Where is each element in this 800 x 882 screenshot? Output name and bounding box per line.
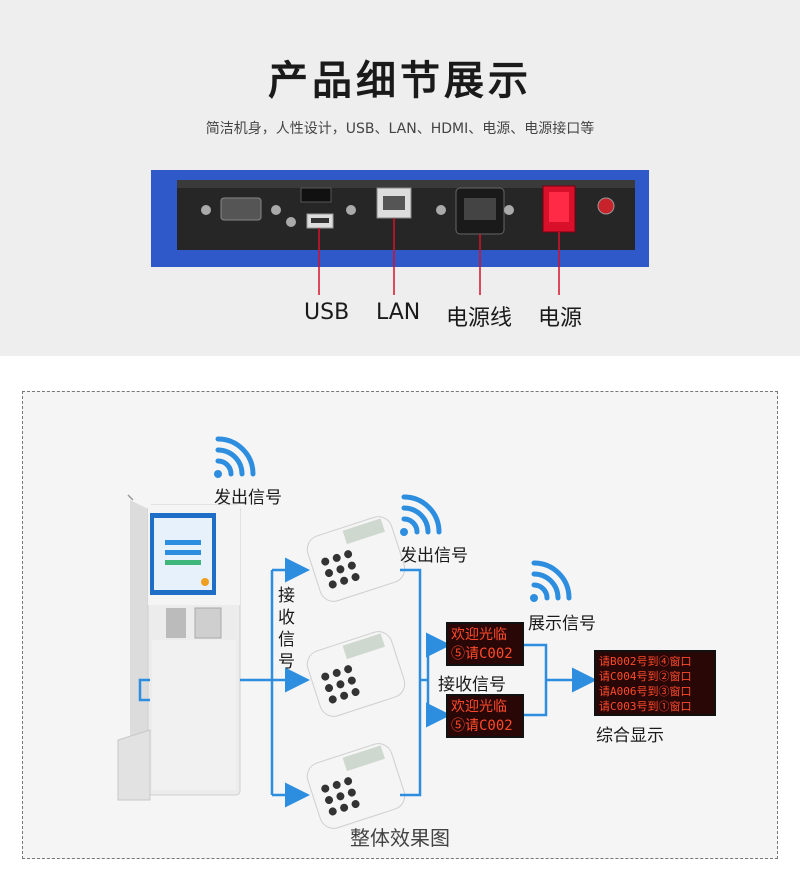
indicator-light-icon <box>597 197 615 215</box>
lan-label: LAN <box>376 300 421 325</box>
screw-icon <box>504 205 514 215</box>
section-title: 产品细节展示 <box>268 58 532 104</box>
pager-device-icon <box>306 743 406 829</box>
pager-device-icon <box>306 631 406 717</box>
diagram-caption: 整体效果图 <box>350 826 450 850</box>
power-label: 电源 <box>538 306 583 331</box>
power-cord-label: 电源线 <box>446 306 513 331</box>
combined-display-label: 综合显示 <box>596 726 664 746</box>
wifi-icon <box>214 436 256 478</box>
usb-label: USB <box>304 300 350 325</box>
hdmi-port-icon <box>300 187 332 203</box>
led-display-combined: 请B002号到④窗口 请C004号到②窗口 请A006号到③窗口 请C003号到… <box>594 650 716 716</box>
display-signal-label: 展示信号 <box>528 614 596 634</box>
signal-arrows-middle <box>400 568 597 797</box>
receive-signal-vertical-label: 接 收 信 号 <box>278 586 295 672</box>
port-panel-photo <box>151 170 649 267</box>
led-display-small: 欢迎光临 ⑤请C002 <box>446 622 524 666</box>
screw-icon <box>271 205 281 215</box>
screw-icon <box>201 205 211 215</box>
wifi-icon <box>400 494 442 536</box>
scanner-icon <box>166 608 186 638</box>
screw-icon <box>436 205 446 215</box>
signal-arrows-left <box>138 557 310 808</box>
send-signal-label-2: 发出信号 <box>400 546 468 566</box>
send-signal-label-1: 发出信号 <box>214 488 282 508</box>
kiosk-machine-icon <box>117 494 241 801</box>
section-subtitle: 简洁机身，人性设计，USB、LAN、HDMI、电源、电源接口等 <box>205 121 595 137</box>
product-detail-section: 产品细节展示 简洁机身，人性设计，USB、LAN、HDMI、电源、电源接口等 <box>0 0 800 356</box>
screw-icon <box>346 205 356 215</box>
callout-lines <box>318 267 560 295</box>
wifi-icon <box>530 560 572 602</box>
screw-icon <box>286 217 296 227</box>
printer-icon <box>194 607 222 639</box>
led-display-small: 欢迎光临 ⑤请C002 <box>446 694 524 738</box>
receive-signal-label: 接收信号 <box>438 675 506 695</box>
pager-device-icon <box>306 516 406 602</box>
serial-port-icon <box>220 197 262 221</box>
